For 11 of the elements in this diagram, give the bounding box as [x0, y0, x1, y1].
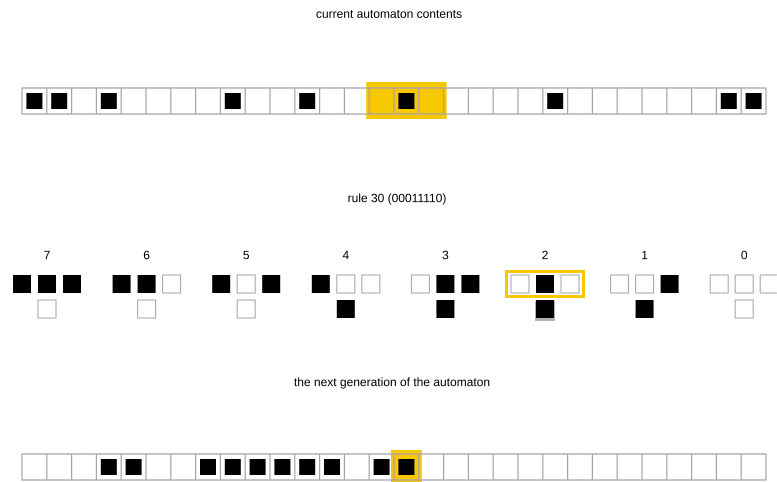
heading: rule 30 (00011110) — [348, 193, 446, 205]
rule-number: 5 — [243, 250, 250, 260]
rule-number: 6 — [144, 250, 150, 260]
rule-number: 4 — [342, 250, 349, 260]
rule-number: 2 — [542, 250, 548, 260]
heading: the next generation of the automaton — [294, 377, 490, 389]
heading: current automaton contents — [316, 10, 462, 18]
rule-number: 7 — [44, 250, 50, 260]
rule-number: 1 — [642, 250, 648, 260]
rule-number: 3 — [442, 250, 448, 260]
rule-number: 0 — [741, 250, 748, 260]
